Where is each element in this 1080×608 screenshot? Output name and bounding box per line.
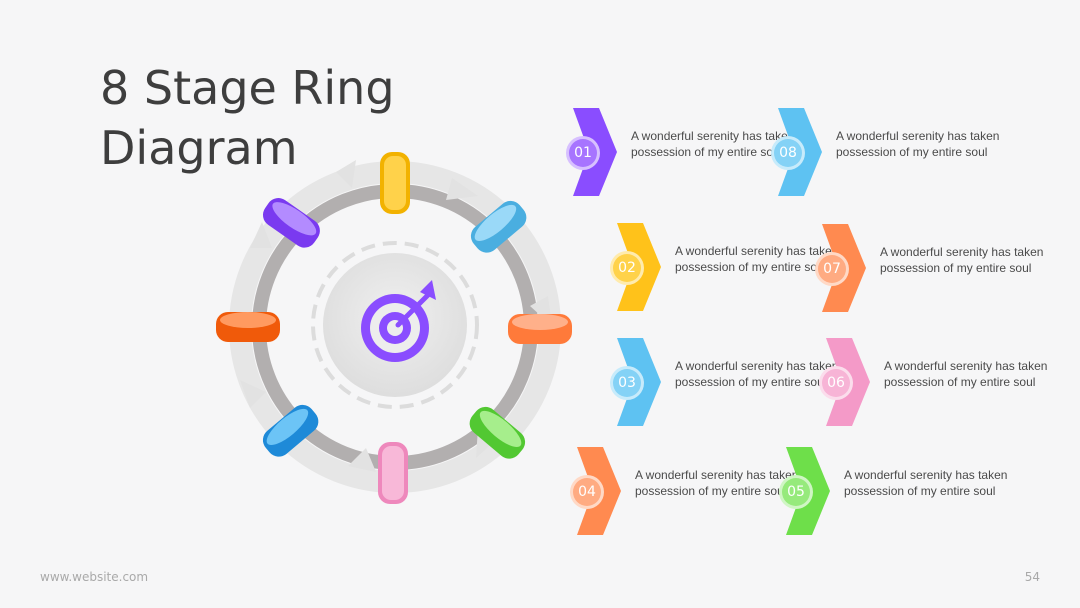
stage-06: 06 A wonderful serenity has taken posses… — [819, 338, 1066, 428]
marker-blue — [262, 404, 319, 457]
stage-number-badge: 08 — [771, 136, 805, 170]
stage-description: A wonderful serenity has taken possessio… — [635, 468, 799, 498]
target-with-arrow-icon — [361, 280, 436, 362]
stage-description: A wonderful serenity has taken possessio… — [631, 129, 795, 159]
stage-number-badge: 06 — [819, 366, 853, 400]
stage-04: 04 A wonderful serenity has taken posses… — [570, 447, 817, 537]
marker-purple — [262, 198, 320, 248]
stage-description: A wonderful serenity has taken possessio… — [844, 468, 1008, 498]
stage-number-badge: 02 — [610, 251, 644, 285]
stage-08: 08 A wonderful serenity has taken posses… — [771, 108, 1018, 198]
marker-green — [469, 406, 526, 459]
stage-number-badge: 01 — [566, 136, 600, 170]
stage-description: A wonderful serenity has taken possessio… — [884, 359, 1048, 389]
stage-02: 02 A wonderful serenity has taken posses… — [610, 223, 857, 313]
stage-05: 05 A wonderful serenity has taken posses… — [779, 447, 1026, 537]
page-number: 54 — [1024, 570, 1040, 584]
stage-03: 03 A wonderful serenity has taken posses… — [610, 338, 857, 428]
marker-orange — [508, 314, 572, 344]
stage-number-badge: 05 — [779, 475, 813, 509]
marker-pink — [378, 442, 408, 504]
stage-number-badge: 04 — [570, 475, 604, 509]
marker-yellow — [380, 152, 410, 214]
ring-diagram — [216, 152, 572, 504]
marker-sky — [470, 200, 527, 253]
slide-title: 8 Stage Ring Diagram — [100, 61, 395, 175]
stage-07: 07 A wonderful serenity has taken posses… — [815, 224, 1062, 314]
footer-website: www.website.com — [40, 570, 149, 584]
stage-description: A wonderful serenity has taken possessio… — [880, 245, 1044, 275]
dashed-circle — [311, 241, 479, 409]
stage-description: A wonderful serenity has taken possessio… — [675, 359, 839, 389]
marker-red-orange — [216, 312, 280, 342]
stage-01: 01 A wonderful serenity has taken posses… — [566, 108, 813, 198]
stage-number-badge: 03 — [610, 366, 644, 400]
stage-description: A wonderful serenity has taken possessio… — [675, 244, 839, 274]
stage-description: A wonderful serenity has taken possessio… — [836, 129, 1000, 159]
stage-number-badge: 07 — [815, 252, 849, 286]
